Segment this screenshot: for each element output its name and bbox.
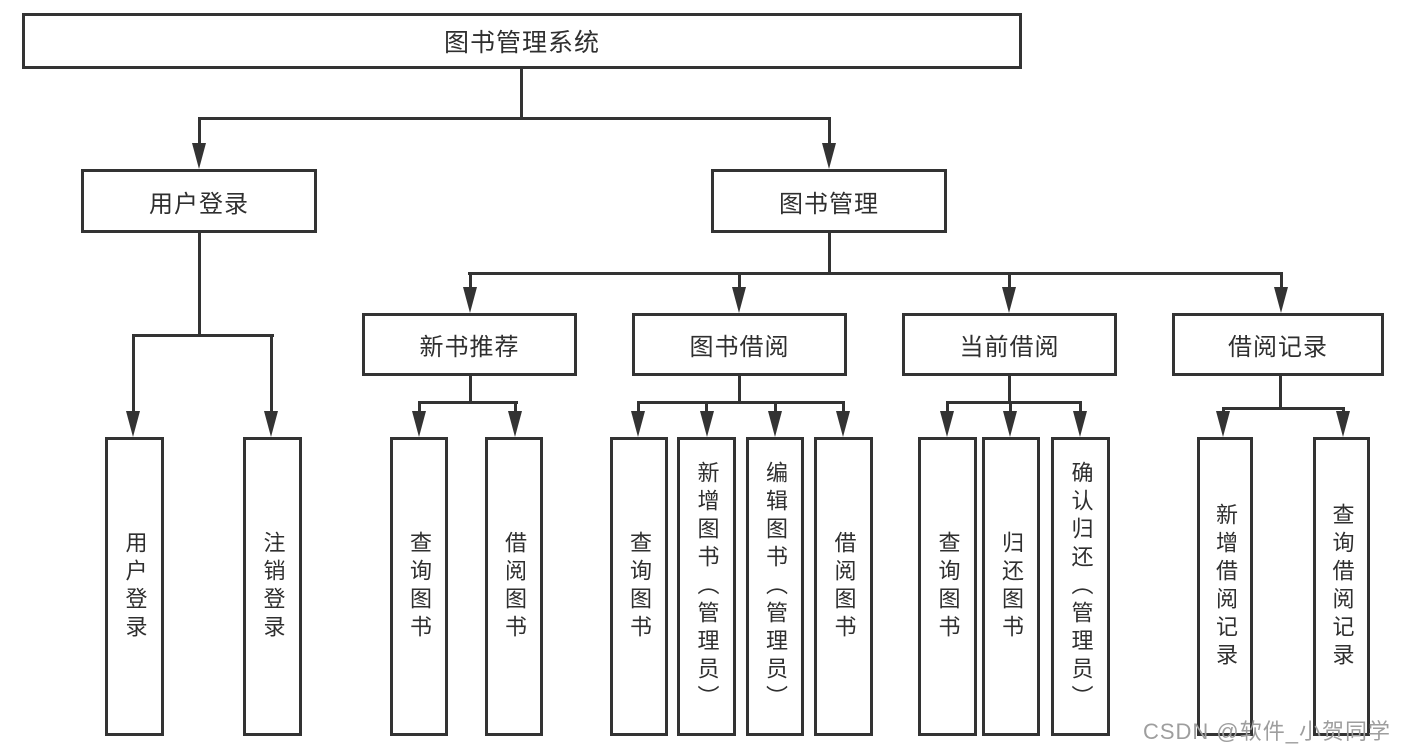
arrowhead-down (732, 287, 746, 313)
arrowhead-down (412, 411, 426, 437)
connector-line (1079, 401, 1082, 419)
connector-line (705, 401, 708, 419)
leaf-query-books-borrow: 查询图书 (610, 437, 668, 736)
node-new-book-recommend-label: 新书推荐 (419, 334, 520, 361)
arrowhead-down (700, 411, 714, 437)
connector-line (637, 401, 845, 404)
arrowhead-down (1002, 287, 1016, 313)
connector-line (637, 401, 640, 419)
leaf-confirm-return-admin-label: 确认归还（管理员） (1068, 460, 1094, 713)
arrowhead-down (463, 287, 477, 313)
leaf-query-borrow-record-label: 查询借阅记录 (1329, 502, 1355, 671)
connector-line (418, 401, 518, 404)
connector-line (1009, 401, 1012, 419)
arrowhead-down (1274, 287, 1288, 313)
node-book-borrow: 图书借阅 (632, 313, 847, 376)
leaf-query-books-borrow-label: 查询图书 (627, 530, 652, 643)
arrowhead-down (822, 143, 836, 169)
leaf-query-books-current-label: 查询图书 (935, 530, 961, 643)
node-current-borrow-label: 当前借阅 (959, 334, 1060, 361)
leaf-query-books-recommend-label: 查询图书 (407, 530, 432, 643)
node-borrow-records-label: 借阅记录 (1228, 334, 1328, 361)
connector-line (738, 272, 741, 292)
node-book-management: 图书管理 (711, 169, 947, 233)
arrowhead-down (940, 411, 954, 437)
connector-line (198, 230, 201, 337)
leaf-user-login-label: 用户登录 (122, 530, 148, 643)
leaf-add-book-admin-label: 新增图书（管理员） (694, 460, 720, 713)
arrowhead-down (768, 411, 782, 437)
connector-line (946, 401, 949, 419)
node-book-management-label: 图书管理 (779, 190, 879, 218)
node-book-borrow-label: 图书借阅 (689, 334, 790, 361)
node-borrow-records: 借阅记录 (1172, 313, 1384, 376)
leaf-borrow-book-label: 借阅图书 (831, 530, 857, 643)
connector-line (1279, 373, 1282, 410)
arrowhead-down (126, 411, 140, 437)
connector-line (828, 230, 831, 275)
connector-line (946, 401, 1082, 404)
csdn-watermark: CSDN @软件_小贺同学 (1142, 719, 1391, 744)
arrowhead-down (631, 411, 645, 437)
node-user-login: 用户登录 (81, 169, 317, 233)
arrowhead-down (836, 411, 850, 437)
connector-line (828, 117, 831, 147)
connector-line (1222, 407, 1345, 410)
leaf-return-book: 归还图书 (982, 437, 1040, 736)
connector-line (514, 401, 517, 419)
leaf-query-books-current: 查询图书 (918, 437, 977, 736)
connector-line (1280, 272, 1283, 292)
leaf-borrow-books-recommend-label: 借阅图书 (502, 530, 527, 643)
node-current-borrow: 当前借阅 (902, 313, 1117, 376)
arrowhead-down (1003, 411, 1017, 437)
node-user-login-label: 用户登录 (149, 190, 249, 218)
connector-line (469, 373, 472, 404)
connector-line (738, 373, 741, 404)
connector-line (270, 334, 273, 416)
connector-line (774, 401, 777, 419)
connector-line (1008, 373, 1011, 404)
connector-line (842, 401, 845, 419)
leaf-confirm-return-admin: 确认归还（管理员） (1051, 437, 1110, 736)
arrowhead-down (192, 143, 206, 169)
leaf-query-borrow-record: 查询借阅记录 (1313, 437, 1370, 736)
arrowhead-down (1073, 411, 1087, 437)
node-root-label: 图书管理系统 (443, 29, 600, 57)
connector-line (520, 67, 523, 120)
leaf-return-book-label: 归还图书 (999, 530, 1024, 643)
leaf-borrow-book: 借阅图书 (814, 437, 873, 736)
node-new-book-recommend: 新书推荐 (362, 313, 577, 376)
leaf-add-borrow-record-label: 新增借阅记录 (1213, 502, 1238, 671)
leaf-logout: 注销登录 (243, 437, 302, 736)
connector-line (132, 334, 274, 337)
leaf-user-login: 用户登录 (105, 437, 164, 736)
connector-line (469, 272, 472, 292)
leaf-query-books-recommend: 查询图书 (390, 437, 448, 736)
leaf-edit-book-admin-label: 编辑图书（管理员） (763, 460, 788, 713)
arrowhead-down (1336, 411, 1350, 437)
arrowhead-down (264, 411, 278, 437)
connector-line (198, 117, 201, 147)
arrowhead-down (1216, 411, 1230, 437)
leaf-add-borrow-record: 新增借阅记录 (1197, 437, 1253, 736)
connector-line (468, 272, 1283, 275)
connector-line (198, 117, 831, 120)
arrowhead-down (508, 411, 522, 437)
connector-line (418, 401, 421, 419)
leaf-edit-book-admin: 编辑图书（管理员） (746, 437, 804, 736)
node-root: 图书管理系统 (22, 13, 1022, 69)
connector-line (1008, 272, 1011, 292)
leaf-borrow-books-recommend: 借阅图书 (485, 437, 543, 736)
leaf-add-book-admin: 新增图书（管理员） (677, 437, 736, 736)
leaf-logout-label: 注销登录 (260, 530, 286, 643)
connector-line (132, 334, 135, 416)
